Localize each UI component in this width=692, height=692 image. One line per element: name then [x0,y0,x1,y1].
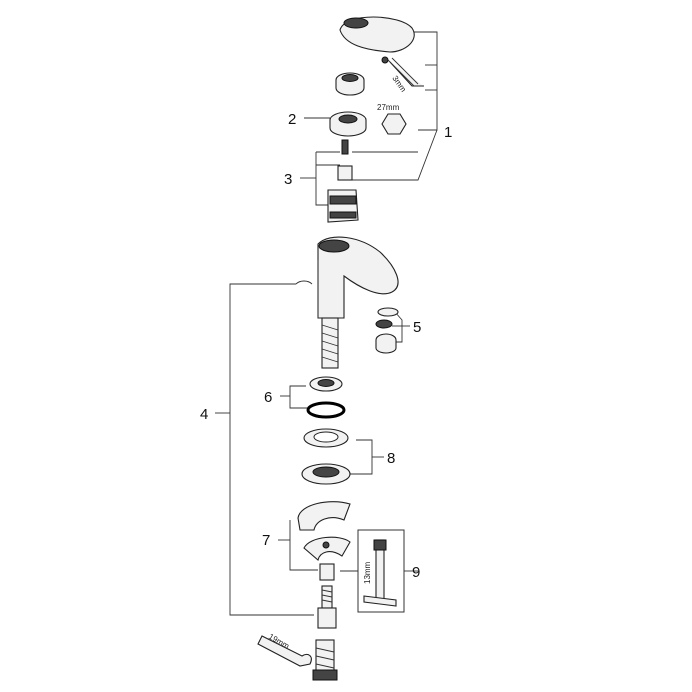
callout-6-group [280,376,346,419]
callout-1-bracket [352,31,438,181]
callout-5-group [375,307,410,354]
callout-2-group: 27mm [304,103,407,137]
callout-7: 7 [262,532,270,549]
callout-3-group [300,139,359,223]
callout-9: 9 [412,564,420,581]
callout-5: 5 [413,319,421,336]
callout-1: 1 [444,124,452,141]
hex-key-3mm: 3mm [381,56,424,94]
threaded-stud [317,585,337,629]
callout-7-group [278,501,351,581]
callout-3: 3 [284,171,292,188]
callout-4-bracket [215,280,314,616]
socket-tool-size-label: 13mm [363,561,372,584]
nut-wrench-size-label: 27mm [377,103,400,112]
callout-8: 8 [387,450,395,467]
callout-6: 6 [264,389,272,406]
callout-8-group [301,428,384,485]
callout-2: 2 [288,111,296,128]
supply-hose [321,317,339,369]
callout-4: 4 [200,406,208,423]
lever-handle [339,16,415,53]
bottom-connection: 19mm [257,632,338,681]
cover-cap [335,72,365,96]
tap-body [317,236,399,319]
callout-9-group: 13mm [340,529,418,613]
